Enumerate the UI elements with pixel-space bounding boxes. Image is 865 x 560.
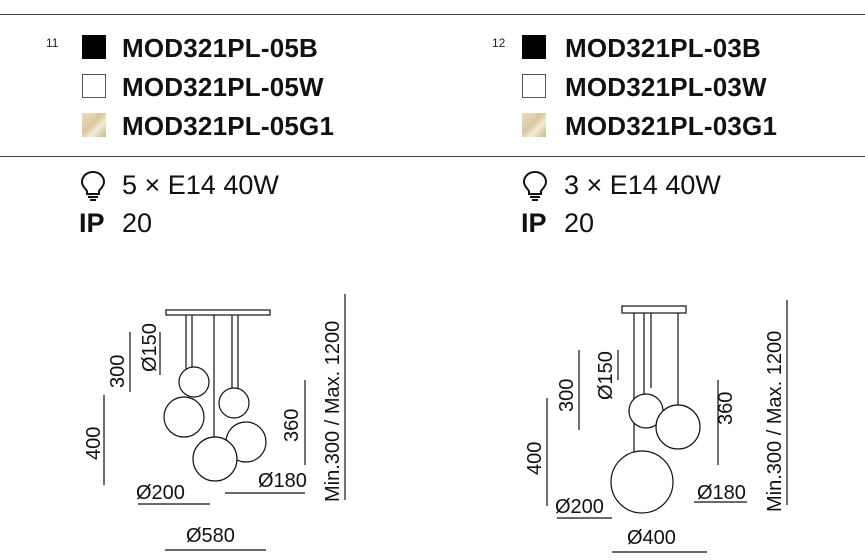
dim-canopy: Ø580 [186,525,235,547]
dim-globe-180: Ø180 [258,470,307,492]
dim-globe-150: Ø150 [595,351,617,400]
globe [192,436,238,482]
globe [218,387,250,419]
variant-code: MOD321PL-05B [122,33,319,63]
globe [178,366,210,398]
dim-height-360: 360 [715,392,737,425]
dim-range: Min.300 / Max. 1200 [322,321,344,502]
finish-swatch-black [522,35,546,59]
dim-globe-200: Ø200 [555,496,604,518]
middle-rule [0,156,865,157]
variant-code: MOD321PL-03B [565,33,762,63]
finish-swatch-gold [522,113,546,137]
light-bulb-icon [522,170,548,201]
finish-swatch-gold [82,113,106,137]
lamp-spec: 3 × E14 40W [564,170,721,200]
dimension-drawing: Ø150 300 400 360 Min.300 / Max. 1200 Ø20… [524,300,788,553]
globe [655,404,701,450]
dim-canopy: Ø400 [627,527,676,549]
variant-code: MOD321PL-03W [565,72,767,102]
finish-swatch-black [82,35,106,59]
variant-code: MOD321PL-05W [122,72,324,102]
variant-code: MOD321PL-05G1 [122,111,335,141]
canopy [621,305,687,314]
dim-range: Min.300 / Max. 1200 [764,331,786,512]
light-bulb-icon [80,170,106,201]
dim-height-360: 360 [281,409,303,442]
dim-drop-300: 300 [107,355,129,388]
ip-label: IP [79,208,105,238]
globe [163,396,205,438]
dim-globe-200: Ø200 [136,482,185,504]
product-12: 12 MOD321PL-03B MOD321PL-03W MOD321PL-03… [432,0,862,560]
ip-value: 20 [122,208,153,238]
dim-drop-400: 400 [83,427,105,460]
lamp-spec: 5 × E14 40W [122,170,279,200]
ip-label: IP [521,208,547,238]
variant-code: MOD321PL-03G1 [565,111,778,141]
dim-drop-400: 400 [524,442,546,475]
finish-swatch-white [522,74,546,98]
canopy [165,309,271,316]
dim-globe-180: Ø180 [697,482,746,504]
product-11: 11 MOD321PL-05B MOD321PL-05W MOD321PL-05… [0,0,430,560]
ip-value: 20 [564,208,595,238]
globe [610,450,674,514]
finish-swatch-white [82,74,106,98]
item-number: 12 [492,36,506,50]
item-number: 11 [46,36,59,50]
dim-globe-150: Ø150 [139,323,161,372]
dimension-drawing: Ø150 300 400 360 Min.300 / Max. 1200 Ø20… [83,294,346,551]
top-rule [0,14,865,15]
dim-drop-300: 300 [556,379,578,412]
